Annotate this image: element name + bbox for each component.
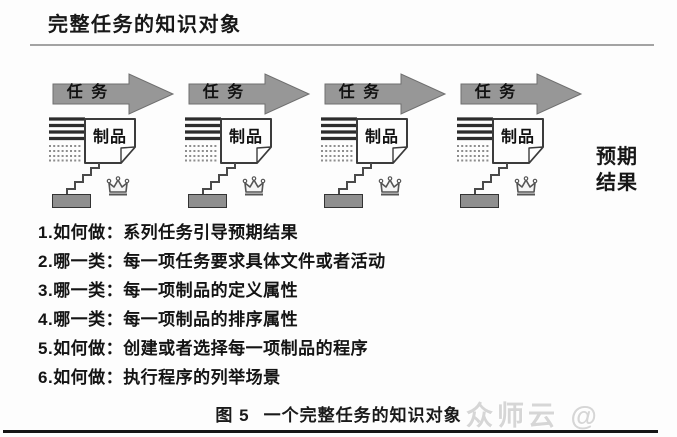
page-title: 完整任务的知识对象 [48,14,242,36]
document-lines-icon [49,117,85,162]
foundation-block [52,194,91,208]
expected-result-line1: 预期 [596,146,638,168]
item-text: 每一项任务要求具体文件或者活动 [123,252,386,271]
stairs-icon [202,163,236,202]
item-number: 6. [38,368,54,387]
task-arrow-icon [52,73,175,115]
item-kind: 如何做： [53,339,124,358]
item-number: 3. [38,281,54,300]
crown-icon [514,176,538,196]
task-flow-diagram: 任 务 制品 [0,70,677,215]
artifact-label: 制品 [500,129,535,146]
figure-caption-text: 一个完整任务的知识对象 [263,406,462,425]
crown-icon [106,176,130,196]
task-unit: 任 务 制品 [317,70,453,215]
task-arrow-icon [188,73,311,115]
crown-icon [378,176,402,196]
artifact-label: 制品 [92,129,127,146]
list-item: 3.哪一类：每一项制品的定义属性 [38,276,638,305]
stairs-icon [66,163,100,202]
artifact-label: 制品 [228,129,263,146]
task-label: 任 务 [338,84,382,101]
foundation-block [460,194,499,208]
item-kind: 如何做： [53,223,124,242]
item-text: 每一项制品的定义属性 [123,281,299,300]
document-lines-icon [457,117,493,162]
item-kind: 如何做： [53,368,124,387]
list-item: 2.哪一类：每一项任务要求具体文件或者活动 [38,247,638,276]
task-arrow-icon [324,73,447,115]
figure-caption: 图 5 一个完整任务的知识对象 [0,401,677,426]
expected-result-label: 预期 结果 [596,144,638,196]
crown-icon [242,176,266,196]
list-item: 1.如何做：系列任务引导预期结果 [38,218,638,247]
item-number: 5. [38,339,54,358]
list-item: 6.如何做：执行程序的列举场景 [38,363,638,392]
task-label: 任 务 [202,84,246,101]
item-kind: 哪一类： [53,252,124,271]
list-item: 5.如何做：创建或者选择每一项制品的程序 [38,334,638,363]
item-number: 2. [38,252,54,271]
item-text: 每一项制品的排序属性 [123,310,299,329]
task-label: 任 务 [66,84,110,101]
task-arrow-icon [460,73,583,115]
foundation-block [188,194,227,208]
expected-result-line2: 结果 [596,172,638,194]
figure-number: 图 5 [215,406,250,425]
bottom-divider [3,430,658,433]
artifact-label: 制品 [364,129,399,146]
top-divider [30,44,654,46]
stairs-icon [474,163,508,202]
task-unit: 任 务 制品 [45,70,181,215]
task-unit: 任 务 制品 [181,70,317,215]
task-label: 任 务 [474,84,518,101]
artifact-page-icon [220,118,272,164]
list-item: 4.哪一类：每一项制品的排序属性 [38,305,638,334]
knowledge-list: 1.如何做：系列任务引导预期结果 2.哪一类：每一项任务要求具体文件或者活动 3… [38,218,638,392]
watermark: 众师云 @ [466,401,601,431]
item-number: 4. [38,310,54,329]
document-lines-icon [185,117,221,162]
artifact-page-icon [492,118,544,164]
item-kind: 哪一类： [53,310,124,329]
stairs-icon [338,163,372,202]
artifact-page-icon [356,118,408,164]
item-kind: 哪一类： [53,281,124,300]
task-unit: 任 务 制品 [453,70,589,215]
foundation-block [324,194,363,208]
artifact-page-icon [84,118,136,164]
item-text: 执行程序的列举场景 [123,368,281,387]
item-text: 系列任务引导预期结果 [123,223,299,242]
document-lines-icon [321,117,357,162]
item-text: 创建或者选择每一项制品的程序 [123,339,369,358]
item-number: 1. [38,223,54,242]
